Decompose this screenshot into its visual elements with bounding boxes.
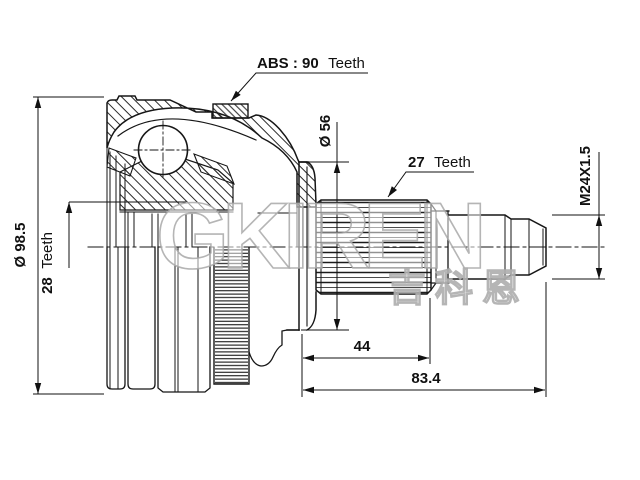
- dim-text-inner-spline: 28 Teeth: [39, 232, 56, 294]
- shaft-spline-count: 27: [408, 154, 425, 171]
- arrowhead: [595, 215, 603, 226]
- inner-spline-word: Teeth: [39, 232, 56, 269]
- abs-tone-ring: [213, 247, 250, 385]
- abs-ring-word: Teeth: [328, 55, 365, 72]
- dim-thread: [552, 152, 605, 280]
- bell-exterior-lower: [106, 246, 300, 393]
- bell-back-cone: [248, 329, 300, 367]
- inner-spline-count: 28: [39, 277, 56, 294]
- label-shaft-spline: [387, 171, 474, 198]
- watermark: GKIREN 吉科恩: [155, 182, 529, 310]
- shaft-spline-word: Teeth: [434, 154, 471, 171]
- arrowhead: [34, 97, 42, 108]
- cage-section-left: [106, 147, 137, 177]
- dim-text-shaft-spline: 27 Teeth: [408, 154, 471, 171]
- arrowhead: [418, 354, 429, 362]
- dim-shaft-length: [303, 282, 547, 397]
- dim-text-stem-diameter: Ø 56: [317, 115, 334, 148]
- dim-text-spline-length: 44: [354, 338, 371, 355]
- dim-text-thread: M24X1.5: [577, 146, 594, 206]
- dim-text-shaft-length: 83.4: [411, 370, 441, 387]
- arrowhead: [303, 354, 314, 362]
- bell-housing-section: [106, 95, 317, 247]
- arrowhead: [303, 386, 314, 394]
- dim-stem-diameter: [301, 122, 349, 331]
- abs-ring-prefix: ABS : 90: [257, 55, 319, 72]
- label-abs-ring: [230, 72, 368, 102]
- dim-text-abs-ring: ABS : 90 Teeth: [257, 55, 365, 72]
- arrowhead: [333, 162, 341, 173]
- dim-spline-length: [301, 298, 431, 397]
- watermark-brand: GKIREN: [156, 183, 481, 288]
- arrowhead: [534, 386, 545, 394]
- dim-inner-spline-teeth: [65, 201, 186, 268]
- arrowhead: [34, 383, 42, 394]
- dim-outer-diameter: [33, 96, 104, 395]
- arrowhead: [595, 268, 603, 279]
- cage-section-right: [193, 153, 235, 185]
- arrowhead: [231, 90, 241, 101]
- arrowhead: [333, 319, 341, 330]
- arrowhead: [65, 202, 73, 213]
- outer-race-track: [117, 118, 257, 141]
- dim-text-outer-diameter: Ø 98.5: [12, 222, 29, 267]
- arrowhead: [388, 186, 397, 197]
- watermark-cjk: 吉科恩: [388, 268, 529, 310]
- bell-internal-lines: [106, 147, 304, 247]
- abs-ring-section: [212, 103, 249, 119]
